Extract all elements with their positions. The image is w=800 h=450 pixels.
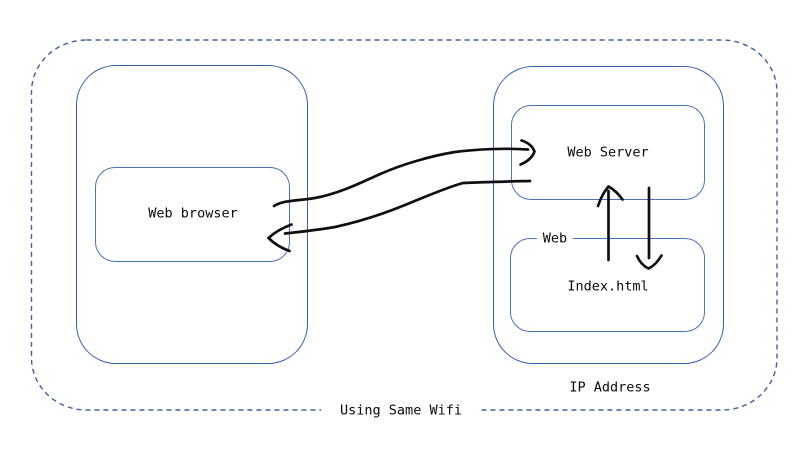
web-browser-label: Web browser: [148, 205, 238, 222]
web-border-tag: Web: [536, 231, 574, 247]
ip-address-caption: IP Address: [569, 379, 651, 396]
web-server-label: Web Server: [567, 144, 649, 161]
using-same-wifi-caption: Using Same Wifi: [321, 403, 481, 419]
index-html-label: Index.html: [567, 278, 649, 295]
